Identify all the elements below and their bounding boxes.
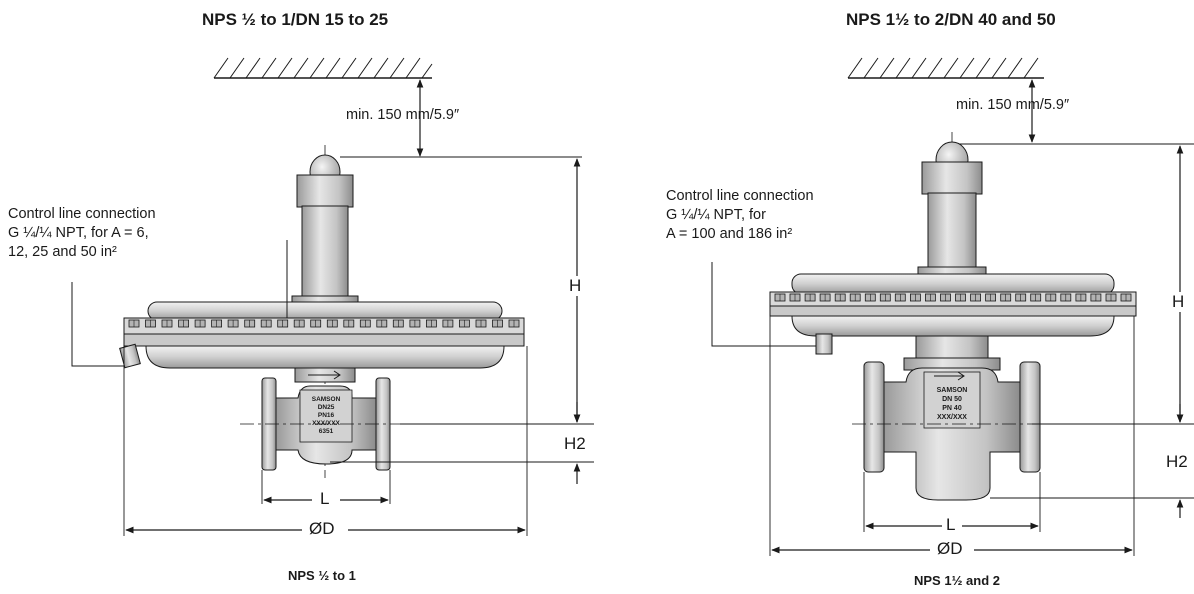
right-dim-h: H [1170, 292, 1187, 312]
right-note-line: A = 100 and 186 in² [666, 226, 793, 242]
left-note-line: 12, 25 and 50 in² [8, 244, 117, 260]
left-clearance-label: min. 150 mm/5.9″ [346, 107, 460, 123]
left-body-mark-line: XXX/XXX [312, 420, 340, 427]
right-body-mark-line: XXX/XXX [937, 414, 967, 421]
left-body-mark-line: DN25 [318, 404, 335, 411]
left-body-mark-line: 6351 [319, 428, 334, 435]
right-body-mark-line: PN 40 [942, 405, 962, 412]
left-regulator: SAMSON DN25 PN16 XXX/XXX 6351 [71, 57, 594, 536]
left-ceiling-hatch [213, 57, 433, 79]
right-body-mark-line: SAMSON [937, 387, 968, 394]
right-control-line-note: Control line connection G ¼/¼ NPT, for A… [666, 187, 814, 244]
left-dim-h: H [567, 276, 584, 296]
left-dim-d: ØD [309, 519, 335, 538]
left-note-line: G ¼/¼ NPT, for A = 6, [8, 225, 149, 241]
right-subtitle: NPS 1½ and 2 [914, 573, 1000, 588]
right-body-mark-line: DN 50 [942, 396, 962, 403]
left-note-line: Control line connection [8, 206, 156, 222]
right-dim-h2: H2 [1164, 452, 1190, 472]
right-dim-l: L [946, 515, 956, 534]
right-dim-d: ØD [937, 539, 963, 558]
right-ceiling-hatch [847, 57, 1039, 79]
left-subtitle: NPS ½ to 1 [288, 568, 356, 583]
right-clearance-label: min. 150 mm/5.9″ [956, 97, 1070, 113]
left-dim-l: L [320, 489, 330, 508]
right-title: NPS 1½ to 2/DN 40 and 50 [846, 10, 1056, 29]
right-note-line: G ¼/¼ NPT, for [666, 207, 766, 223]
right-regulator: SAMSON DN 50 PN 40 XXX/XXX [711, 57, 1194, 556]
left-body-mark-line: SAMSON [312, 396, 341, 403]
right-note-line: Control line connection [666, 188, 814, 204]
left-body-mark-line: PN16 [318, 412, 335, 419]
left-title: NPS ½ to 1/DN 15 to 25 [202, 10, 389, 29]
left-control-line-note: Control line connection G ¼/¼ NPT, for A… [8, 205, 156, 262]
left-dim-h2: H2 [562, 434, 588, 454]
